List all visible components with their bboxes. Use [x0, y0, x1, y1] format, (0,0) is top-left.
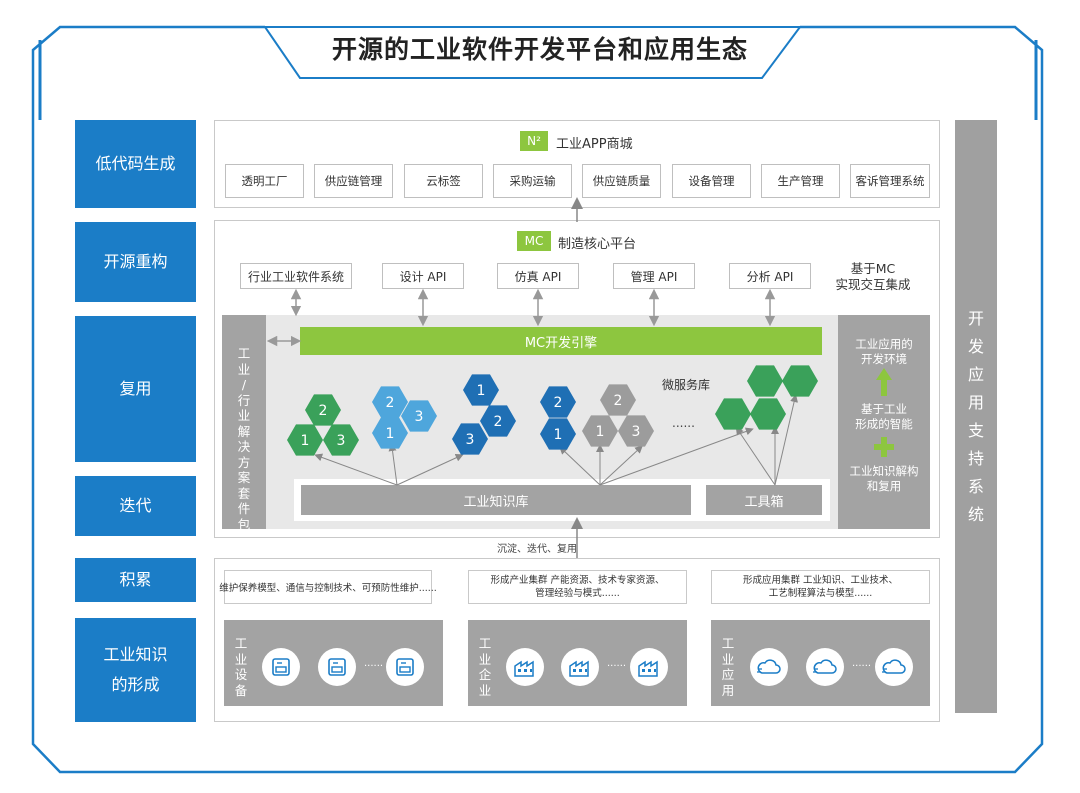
hexagon-number: 1: [386, 426, 395, 442]
page-title: 开源的工业软件开发平台和应用生态: [331, 35, 748, 64]
cloud-icon: [875, 648, 913, 686]
hexagon-number: 2: [614, 393, 623, 409]
source-label: 工业应用: [721, 636, 735, 698]
equipment-icon: [262, 648, 300, 686]
left-label-open-source: 开源重构: [75, 222, 196, 302]
microservice-hexagon: [750, 398, 786, 430]
api-box[interactable]: 分析 API: [729, 263, 811, 289]
microservice-hexagon: [463, 374, 499, 406]
microservice-hexagon: [600, 384, 636, 416]
app-item[interactable]: 透明工厂: [225, 164, 304, 198]
up-arrow-icon: [876, 368, 892, 396]
microservice-hexagon: [540, 386, 576, 418]
microservice-hexagon: [372, 386, 408, 418]
api-box[interactable]: 行业工业软件系统: [240, 263, 352, 289]
hexagon-number: 2: [386, 395, 395, 411]
flow-label: 沉淀、迭代、复用: [497, 544, 577, 555]
ellipsis: ......: [607, 658, 627, 669]
app-item[interactable]: 供应链质量: [582, 164, 661, 198]
microservice-hexagon: [747, 365, 783, 397]
microservice-hexagon: [540, 418, 576, 450]
microservice-hexagon: [715, 398, 751, 430]
hexagon-number: 1: [596, 424, 605, 440]
microservice-hexagon: [323, 424, 359, 456]
right-support-system: 开发应用支持系统: [955, 120, 997, 713]
microservice-ellipsis: ......: [672, 416, 695, 430]
hexagon-number: 1: [477, 383, 486, 399]
api-box[interactable]: 管理 API: [613, 263, 695, 289]
factory-icon: [561, 648, 599, 686]
microservice-hexagon: [480, 405, 516, 437]
hexagon-number: 3: [632, 424, 641, 440]
left-label-reuse: 复用: [75, 316, 196, 462]
microservice-hexagon: [582, 415, 618, 447]
app-store-title: 工业APP商城: [556, 137, 633, 152]
left-label-knowledge-formation: 工业知识的形成: [75, 618, 196, 722]
factory-icon: [630, 648, 668, 686]
intelligence-label: 基于工业 形成的智能: [855, 402, 913, 431]
dev-environment-label: 工业应用的 开发环境: [855, 337, 913, 366]
dev-environment-column: [838, 315, 930, 529]
integration-note: 基于MC 实现交互集成: [835, 261, 911, 292]
microservice-hexagon: [305, 394, 341, 426]
hexagon-number: 3: [415, 409, 424, 425]
microservice-hexagon: [287, 424, 323, 456]
cloud-icon: [750, 648, 788, 686]
microservice-hexagon: [401, 400, 437, 432]
left-label-accumulate: 积累: [75, 558, 196, 602]
microservice-hexagon: [452, 423, 488, 455]
microservice-hexagon: [782, 365, 818, 397]
solution-kit-label: 工业/行业解决方案套件包: [237, 346, 251, 532]
app-store-badge: N²: [520, 131, 548, 151]
app-item[interactable]: 云标签: [404, 164, 483, 198]
factory-icon: [506, 648, 544, 686]
left-label-iterate: 迭代: [75, 476, 196, 536]
hexagon-number: 2: [319, 403, 328, 419]
microservice-hexagon: [372, 417, 408, 449]
app-item[interactable]: 供应链管理: [314, 164, 393, 198]
app-item[interactable]: 生产管理: [761, 164, 840, 198]
core-platform-title: 制造核心平台: [558, 237, 637, 252]
ellipsis: ......: [852, 658, 872, 669]
cloud-icon: [806, 648, 844, 686]
knowledge-reuse-label: 工业知识解构 和复用: [849, 464, 919, 493]
accumulation-box: 维护保养模型、通信与控制技术、可预防性维护......: [219, 570, 437, 604]
api-box[interactable]: 仿真 API: [497, 263, 579, 289]
microservice-hexagon: [618, 415, 654, 447]
source-label: 工业企业: [478, 636, 492, 698]
hexagon-number: 3: [337, 433, 346, 449]
hexagon-number: 2: [554, 395, 563, 411]
accumulation-box: 形成应用集群 工业知识、工业技术、 工艺制程算法与模型......: [711, 570, 930, 604]
solution-kit-column: [222, 315, 266, 529]
right-support-label: 开发应用支持系统: [967, 308, 984, 524]
app-item[interactable]: 客诉管理系统: [850, 164, 930, 198]
toolbox-box: 工具箱: [706, 485, 822, 515]
core-platform-badge: MC: [517, 231, 551, 251]
plus-icon: [874, 437, 894, 457]
source-label: 工业设备: [234, 636, 248, 698]
app-item[interactable]: 采购运输: [493, 164, 572, 198]
hexagon-number: 2: [494, 414, 503, 430]
hexagon-number: 1: [554, 427, 563, 443]
knowledge-base-box: 工业知识库: [301, 485, 691, 515]
equipment-icon: [386, 648, 424, 686]
app-item[interactable]: 设备管理: [672, 164, 751, 198]
hexagon-number: 1: [301, 433, 310, 449]
equipment-icon: [318, 648, 356, 686]
hexagon-number: 3: [466, 432, 475, 448]
api-box[interactable]: 设计 API: [382, 263, 464, 289]
microservice-label: 微服务库: [662, 378, 711, 392]
mc-dev-engine-bar: MC开发引擎: [300, 327, 822, 355]
left-label-low-code: 低代码生成: [75, 120, 196, 208]
ellipsis: ......: [364, 658, 384, 669]
accumulation-box: 形成产业集群 产能资源、技术专家资源、 管理经验与模式......: [468, 570, 687, 604]
